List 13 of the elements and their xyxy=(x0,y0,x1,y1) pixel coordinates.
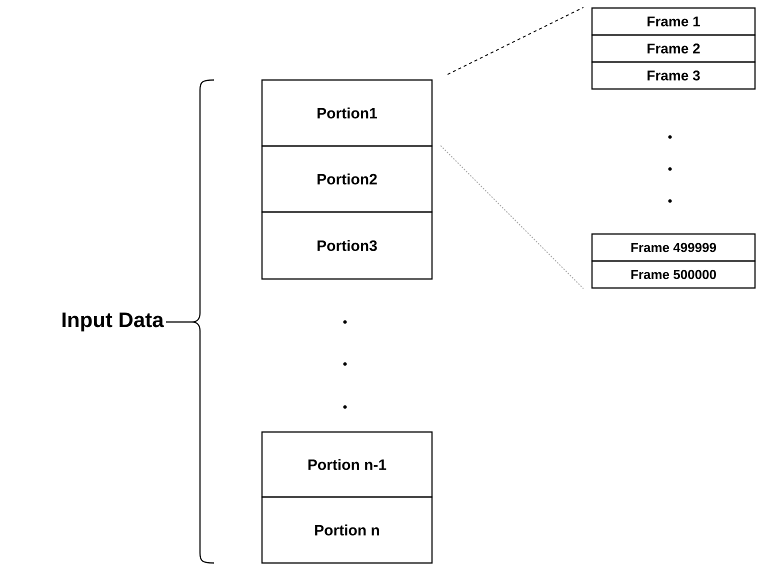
frame-box: Frame 3 xyxy=(591,61,756,90)
zoom-line xyxy=(440,145,584,290)
frame-box: Frame 499999 xyxy=(591,233,756,262)
frame-box: Frame 500000 xyxy=(591,260,756,289)
zoom-line xyxy=(447,6,584,75)
portion-box: Portion n-1 xyxy=(261,431,433,498)
portion-box: Portion n xyxy=(261,496,433,564)
frame-box: Frame 2 xyxy=(591,34,756,63)
axis-label: Input Data xyxy=(62,312,164,332)
frame-box: Frame 1 xyxy=(591,7,756,36)
portion-box: Portion2 xyxy=(261,145,433,213)
portion-box: Portion1 xyxy=(261,79,433,147)
portion-box: Portion3 xyxy=(261,211,433,280)
